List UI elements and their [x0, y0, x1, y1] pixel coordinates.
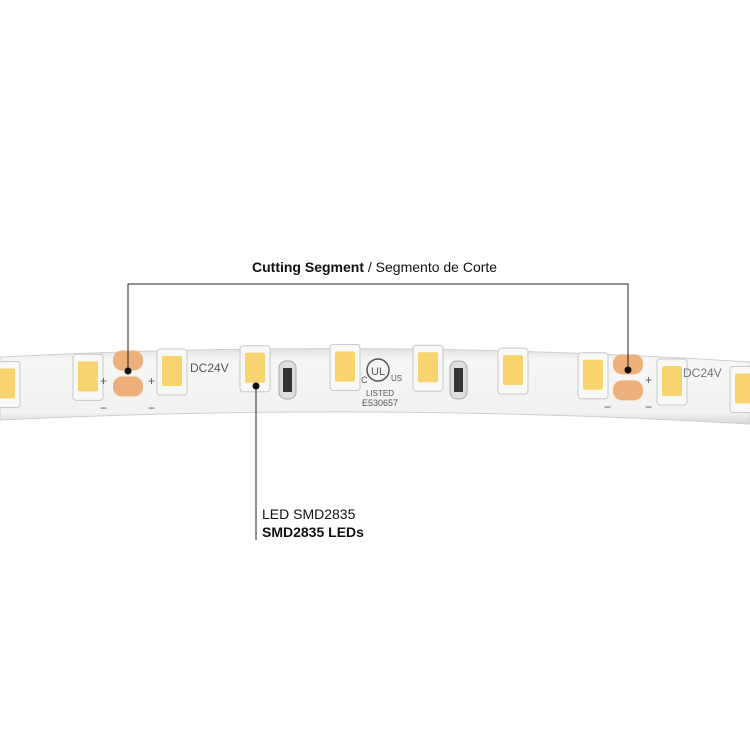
svg-text:−: − — [645, 400, 652, 414]
svg-text:−: − — [100, 401, 107, 415]
svg-text:C: C — [361, 375, 368, 385]
svg-text:−: − — [148, 401, 155, 415]
svg-text:US: US — [391, 374, 402, 383]
svg-text:+: + — [645, 373, 652, 387]
svg-text:+: + — [148, 374, 155, 388]
svg-text:UL: UL — [371, 366, 385, 378]
led-chip — [412, 344, 444, 392]
svg-text:LISTED: LISTED — [366, 389, 394, 398]
led-label-es: LED SMD2835 — [262, 506, 356, 522]
led-chip — [72, 353, 104, 401]
svg-text:−: − — [604, 400, 611, 414]
led-chip — [577, 352, 609, 400]
led-label-en: SMD2835 LEDs — [262, 524, 364, 540]
voltage-marking-2: DC24V — [683, 366, 722, 380]
cutting-segment-bracket — [127, 283, 629, 371]
led-chip — [329, 343, 361, 391]
led-chip — [156, 348, 188, 396]
solder-pad — [113, 376, 143, 397]
led-pointer-dot — [252, 382, 260, 390]
cut-point-right — [624, 366, 632, 374]
led-chip — [729, 365, 750, 413]
ul-logo: UL C US LISTED E530657 — [361, 358, 402, 408]
led-chip — [0, 361, 21, 409]
cut-point-left — [124, 367, 132, 375]
cutting-segment-label: Cutting Segment / Segmento de Corte — [252, 259, 498, 275]
led-chip — [497, 347, 529, 395]
resistor-2 — [449, 360, 468, 400]
led-chip — [239, 345, 271, 393]
resistor-1 — [278, 360, 297, 400]
svg-text:+: + — [100, 374, 107, 388]
polarity-marks: + − + − + − − — [100, 373, 652, 415]
svg-text:E530657: E530657 — [362, 398, 398, 408]
led-chip — [656, 358, 688, 406]
solder-pad — [613, 380, 643, 401]
voltage-marking-1: DC24V — [190, 361, 229, 375]
